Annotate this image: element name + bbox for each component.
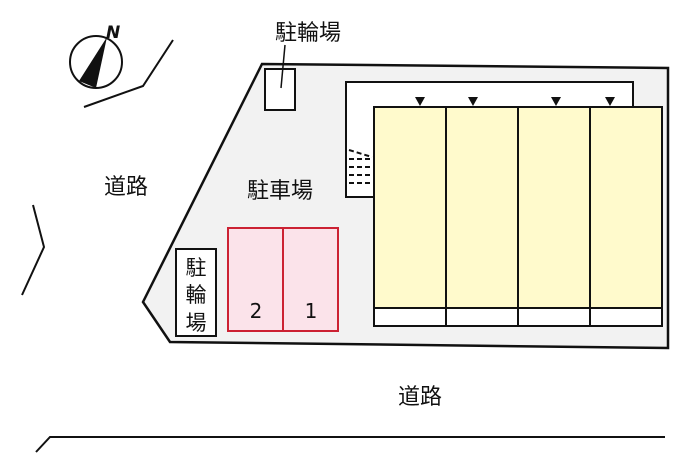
parking-space-number: 2 — [250, 299, 263, 323]
bicycle-side-char: 駐 — [186, 256, 207, 280]
bicycle-parking-side — [175, 248, 217, 337]
building-units — [373, 106, 663, 327]
parking-space: 1 — [282, 227, 339, 332]
road-edge-bottom — [35, 436, 665, 453]
unit — [517, 106, 591, 309]
entrance-arrow-icon — [551, 97, 561, 106]
unit — [589, 106, 663, 309]
unit-balcony — [589, 307, 663, 327]
parking-space: 2 — [227, 227, 284, 332]
road-label-bottom: 道路 — [398, 385, 442, 410]
road-edge-top-left — [83, 39, 174, 108]
unit-balcony — [373, 307, 447, 327]
bicycle-parking-top — [264, 68, 296, 111]
parking-label: 駐車場 — [247, 179, 313, 204]
bicycle-leader-line — [280, 44, 286, 89]
road-edge-left — [21, 204, 46, 296]
entrance-arrow-icon — [468, 97, 478, 106]
entrance-arrow-icons — [415, 97, 615, 106]
bicycle-side-char: 場 — [186, 311, 207, 335]
north-label: N — [106, 23, 120, 43]
unit — [445, 106, 519, 309]
entrance-arrow-icon — [605, 97, 615, 106]
road-label-left: 道路 — [104, 175, 148, 200]
unit — [373, 106, 447, 309]
compass-icon: N — [69, 23, 123, 89]
unit-balcony — [445, 307, 519, 327]
bicycle-parking-label-top: 駐輪場 — [275, 21, 341, 46]
stairs — [348, 149, 373, 184]
unit-balcony — [517, 307, 591, 327]
entrance-arrow-icon — [415, 97, 425, 106]
bicycle-side-char: 輪 — [186, 283, 207, 307]
parking-space-number: 1 — [305, 299, 318, 323]
